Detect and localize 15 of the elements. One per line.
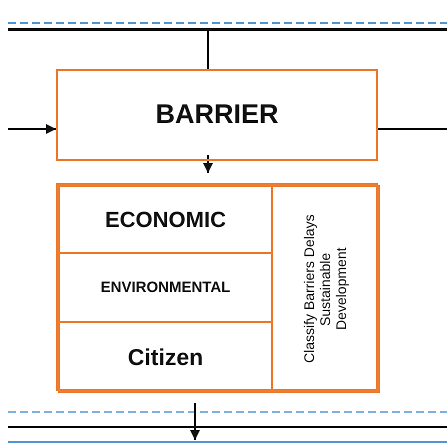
- side-note-text: Classify Barriers Delays Sustainable Development: [301, 214, 350, 364]
- horizontal-bus-line: [8, 441, 447, 443]
- connector-arrow: [190, 403, 200, 440]
- node-label: Citizen: [128, 344, 204, 370]
- node-label: BARRIER: [155, 99, 278, 131]
- horizontal-bus-line: [8, 28, 447, 31]
- side-note-cell: [271, 185, 380, 393]
- group-box: [56, 183, 378, 391]
- connector-arrow: [8, 124, 56, 134]
- category-cell: [58, 185, 273, 254]
- node-label: ENVIRONMENTAL: [100, 278, 230, 296]
- process-box: [56, 69, 378, 161]
- category-cell: [58, 321, 273, 393]
- node-label: ECONOMIC: [105, 206, 226, 232]
- connector-arrow: [203, 155, 213, 173]
